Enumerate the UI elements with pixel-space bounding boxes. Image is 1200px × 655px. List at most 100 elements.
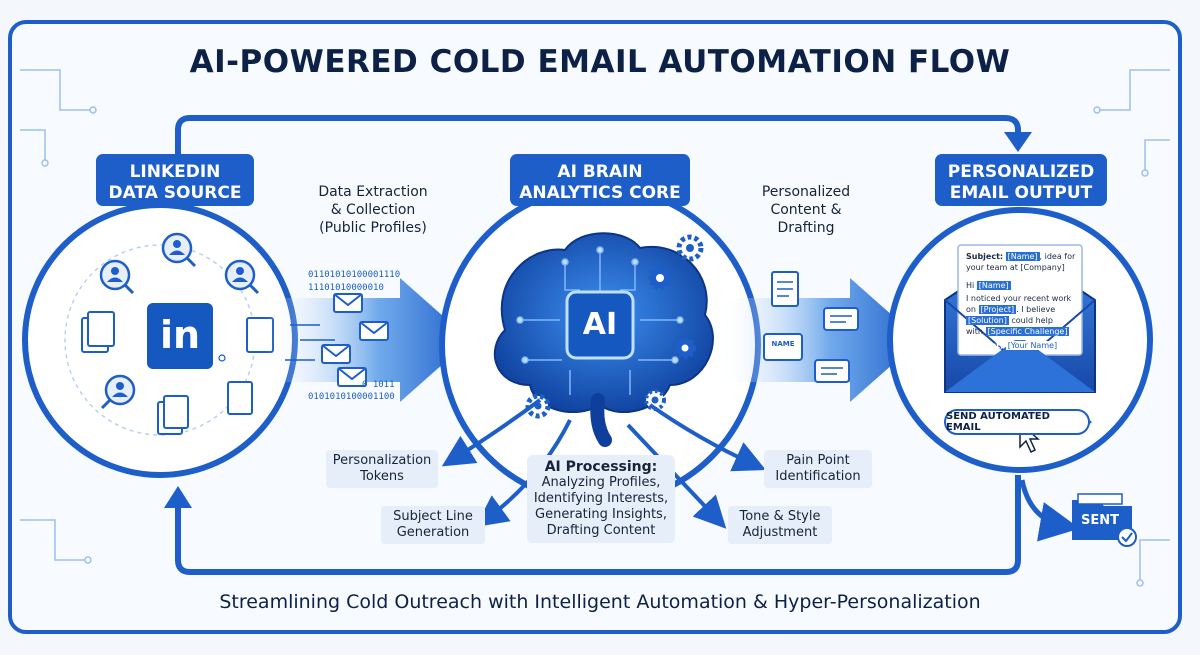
document-icon <box>81 311 115 353</box>
email-token: [Specific Challenge] <box>985 327 1070 336</box>
brain-header-line1: AI BRAIN <box>557 162 643 182</box>
email-body-line: with [Specific Challenge] <box>966 327 1070 338</box>
email-token: [Name] <box>976 281 1011 290</box>
drafting-label-line1: Personalized <box>761 184 851 200</box>
email-subject: Subject: [Name], idea for <box>966 252 1075 263</box>
loop-arrow-top <box>175 115 1021 196</box>
binary-stream: 0101010100001100 <box>308 392 395 402</box>
speed-lines <box>285 324 335 361</box>
email-subject-prefix: Subject: <box>966 252 1004 261</box>
mail-icon <box>337 367 367 387</box>
envelope-front <box>945 340 1095 392</box>
flow-arrow-drafting <box>718 278 920 402</box>
document-icon <box>157 395 189 435</box>
binary-stream: 11101010000010 <box>308 283 384 293</box>
check-mark <box>1121 532 1133 543</box>
email-text: Best, <box>980 341 1004 350</box>
processing-line: Drafting Content <box>546 523 656 538</box>
document-icon <box>771 271 799 307</box>
email-subject-line2: your team at [Company] <box>966 263 1065 272</box>
email-text: Hi <box>966 281 975 290</box>
sent-folder-icon <box>1072 500 1132 540</box>
linkedin-logo-text: in <box>159 313 201 357</box>
tag-line: Identification <box>775 469 861 484</box>
ai-chip-icon <box>565 290 635 360</box>
source-header: LINKEDIN DATA SOURCE <box>96 162 254 204</box>
output-header-tab <box>935 154 1107 206</box>
output-header-line1: PERSONALIZED <box>947 162 1095 182</box>
brain-header-tab <box>510 154 690 206</box>
tag-personalization-tokens: Personalization Tokens <box>326 450 438 488</box>
loop-arrow-bottom <box>175 475 1021 575</box>
brain-header: AI BRAIN ANALYTICS CORE <box>510 162 690 204</box>
email-text: with <box>966 327 983 336</box>
chat-bubble-icon <box>814 359 850 383</box>
name-card-text: NAME <box>771 340 795 348</box>
email-token: [Your Name] <box>1005 341 1060 350</box>
tag-line: Generation <box>396 525 470 540</box>
binary-stream: 01101010100001110 <box>308 270 401 280</box>
output-header-line2: EMAIL OUTPUT <box>949 183 1093 203</box>
tag-line: Tone & Style <box>739 509 821 524</box>
tag-tone-style: Tone & Style Adjustment <box>728 506 832 544</box>
processing-line: Analyzing Profiles, <box>541 475 661 490</box>
circuit-decoration-right <box>1093 69 1170 587</box>
sent-label: SENT <box>1081 513 1119 528</box>
profile-search-icon <box>161 232 197 268</box>
profile-search-icon <box>100 374 136 410</box>
email-body-line: on [Project]. I believe <box>966 305 1055 316</box>
extraction-label: Data Extraction & Collection (Public Pro… <box>298 183 448 237</box>
brain-circuits <box>516 246 684 395</box>
tag-pain-point: Pain Point Identification <box>764 450 872 488</box>
email-greeting: Hi [Name] <box>966 281 1011 292</box>
tag-subject-line: Subject Line Generation <box>381 506 485 544</box>
email-text: on <box>966 305 976 314</box>
drafting-label: Personalized Content & Drafting <box>742 183 870 237</box>
folder-paper <box>1077 493 1123 505</box>
mail-icon <box>333 293 363 313</box>
processing-box: AI Processing: Analyzing Profiles, Ident… <box>527 455 675 543</box>
extraction-label-line1: Data Extraction <box>318 184 428 200</box>
mail-icon <box>321 344 351 364</box>
tag-line: Personalization <box>332 453 432 468</box>
processing-heading: AI Processing: <box>544 459 658 475</box>
page-title: AI-POWERED COLD EMAIL AUTOMATION FLOW <box>189 44 1011 80</box>
tag-line: Subject Line <box>393 509 473 524</box>
gear-icon <box>648 266 672 290</box>
page-subtitle: Streamlining Cold Outreach with Intellig… <box>219 591 981 613</box>
email-signoff: Best, [Your Name] <box>980 341 1060 352</box>
send-automated-email-button[interactable]: SEND AUTOMATED EMAIL <box>944 409 1090 435</box>
brain-stem <box>590 393 612 447</box>
extraction-label-line3: (Public Profiles) <box>319 220 427 236</box>
name-card-icon <box>763 333 803 361</box>
drafting-label-line3: Drafting <box>777 220 835 236</box>
gear-icon <box>674 337 696 359</box>
mail-icon <box>359 321 389 341</box>
source-header-line2: DATA SOURCE <box>108 183 242 203</box>
email-text: , idea for <box>1039 252 1076 261</box>
document-icon <box>227 381 253 415</box>
circuit-decoration-left <box>20 69 97 564</box>
source-header-line1: LINKEDIN <box>129 162 221 182</box>
email-token: [Solution] <box>966 316 1009 325</box>
drafting-label-line2: Content & <box>770 202 842 218</box>
sent-arrow <box>1019 479 1080 542</box>
check-icon <box>1117 527 1137 547</box>
profile-search-icon <box>99 259 135 295</box>
email-text: could help <box>1011 316 1053 325</box>
tag-line: Adjustment <box>742 525 818 540</box>
source-header-tab <box>96 154 254 206</box>
ai-chip-text: AI <box>582 307 618 342</box>
profile-search-icon <box>224 259 260 295</box>
tag-line: Pain Point <box>786 453 850 468</box>
email-token: [Project] <box>978 305 1017 314</box>
email-text: . I believe <box>1016 305 1056 314</box>
email-body-line: [Solution] could help <box>966 316 1053 327</box>
linkedin-logo-icon <box>147 303 213 369</box>
gear-icon <box>525 393 551 419</box>
chat-bubble-icon <box>823 307 859 331</box>
processing-line: Identifying Interests, <box>533 491 669 506</box>
email-token: [Name] <box>1005 252 1040 261</box>
